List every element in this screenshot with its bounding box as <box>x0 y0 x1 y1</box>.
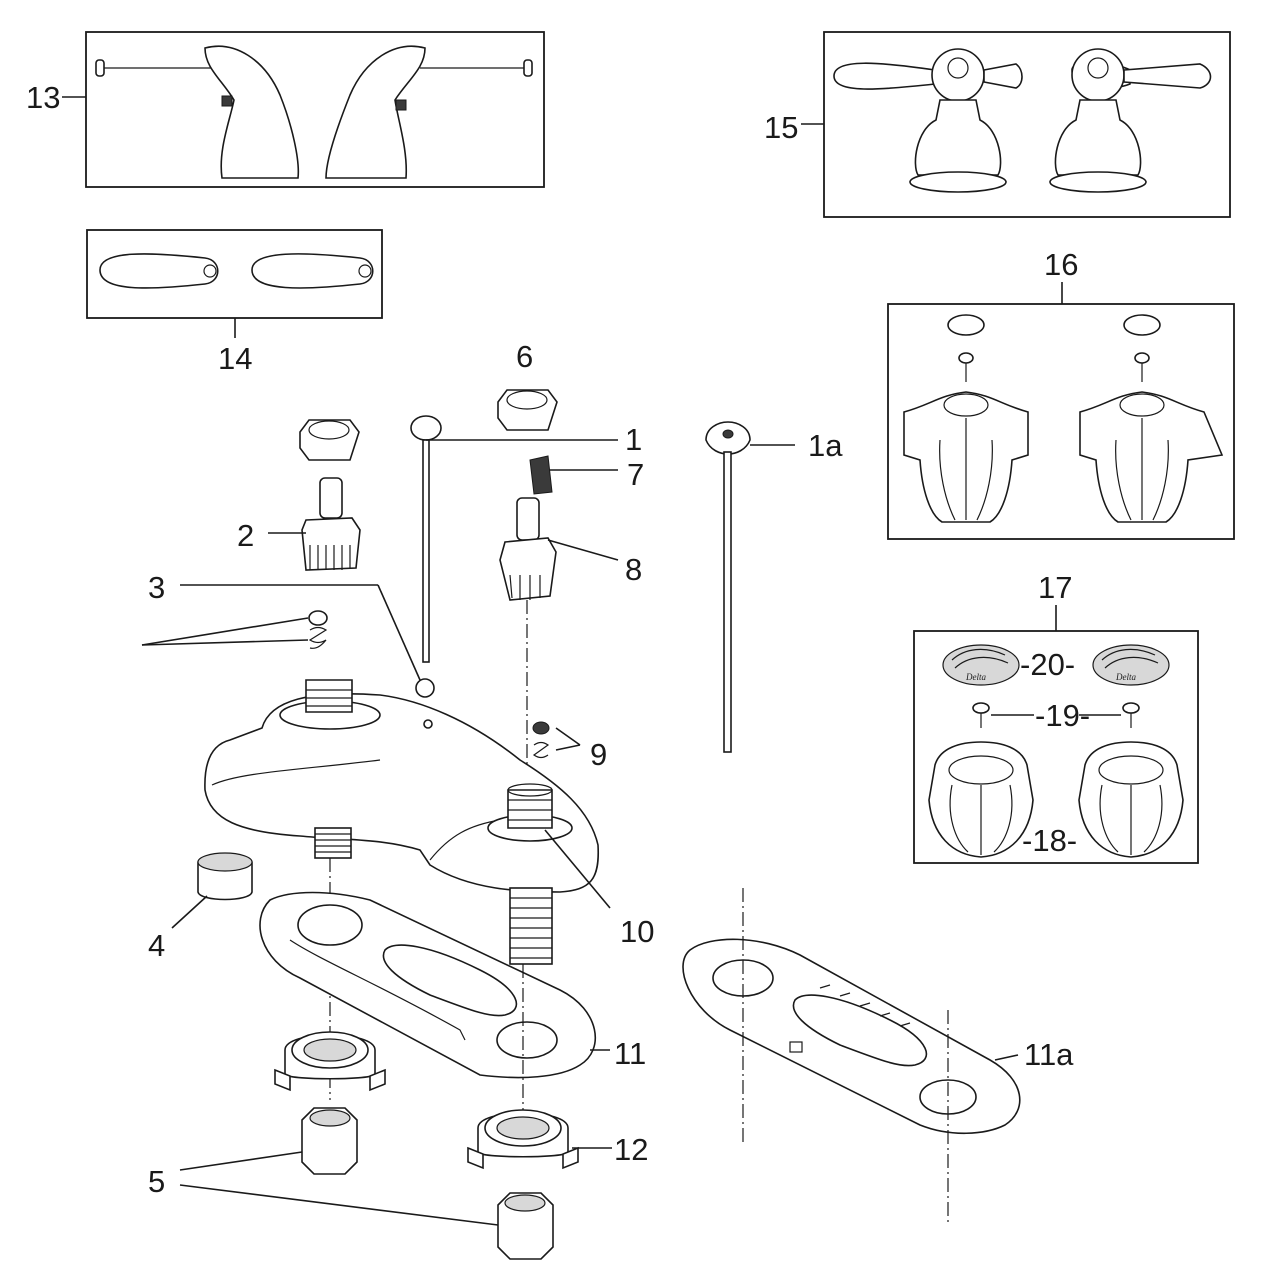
callout-1a: 1a <box>808 428 843 463</box>
callout-5: 5 <box>148 1164 165 1199</box>
faucet-body <box>204 679 600 965</box>
part-5-coupling-nut-left <box>301 1107 358 1175</box>
part-13-box <box>85 31 545 188</box>
part-16-cross-handles-group <box>887 303 1235 540</box>
callout-8: 8 <box>625 552 642 587</box>
callout-9: 9 <box>590 737 607 772</box>
callout-18: -18- <box>1022 823 1077 858</box>
callout-4: 4 <box>148 928 165 963</box>
part-2-stem-cartridge <box>301 477 361 571</box>
part-15-box <box>823 31 1231 218</box>
callout-10: 10 <box>620 914 654 949</box>
victorian-hub-left <box>931 48 985 102</box>
part-7-clip <box>529 455 553 495</box>
cross-handle-cap-right <box>1123 314 1161 336</box>
logo-button-left <box>942 644 1020 686</box>
part-1a-lift-rod <box>705 421 751 753</box>
part-5-coupling-nut-right <box>497 1192 554 1260</box>
callout-14: 14 <box>218 341 252 376</box>
callout-3: 3 <box>148 570 165 605</box>
logo-text-right: Delta <box>1115 672 1136 682</box>
part-14-blade-handles-group <box>86 229 383 319</box>
blade-handle-right <box>251 253 374 289</box>
cross-handle-screw-left <box>958 352 974 364</box>
lever-handle-right <box>325 45 426 179</box>
cross-handle-screw-right <box>1134 352 1150 364</box>
seat-and-spring-left <box>308 610 328 649</box>
part-4-aerator <box>197 852 253 901</box>
part-6-bonnet-nut <box>497 389 558 431</box>
part-15-victorian-handles-group <box>823 31 1231 218</box>
victorian-base-right <box>1054 99 1142 176</box>
callout-19: -19- <box>1035 698 1090 733</box>
part-11a-escutcheon-gasket <box>682 938 1021 1135</box>
victorian-hub-right <box>1071 48 1125 102</box>
part-1-lift-rod <box>410 415 442 663</box>
lever-end-cap-left <box>95 59 105 77</box>
part-9-seat-and-spring <box>532 721 550 759</box>
callout-6: 6 <box>516 339 533 374</box>
shank-left <box>314 827 352 859</box>
blade-handle-left <box>99 253 219 289</box>
cross-handle-right <box>1079 391 1224 523</box>
part-3-set-screw <box>415 678 435 698</box>
part-13-lever-handles-group <box>85 31 545 188</box>
callout-13: 13 <box>26 80 60 115</box>
callout-20: -20- <box>1020 647 1075 682</box>
callout-11: 11 <box>614 1036 646 1071</box>
logo-button-right <box>1092 644 1170 686</box>
part-17-knob-handles-group: Delta Delta <box>913 630 1199 864</box>
knob-screw-right <box>1122 702 1140 714</box>
part-12-mounting-nut-right <box>467 1109 579 1170</box>
part-2-nut <box>299 419 360 461</box>
lever-handle-left <box>204 45 300 179</box>
callout-7: 7 <box>627 457 644 492</box>
callout-16: 16 <box>1044 247 1078 282</box>
lever-end-cap-right <box>523 59 533 77</box>
callout-15: 15 <box>764 110 798 145</box>
part-12-mounting-nut-left <box>274 1031 386 1092</box>
callout-2: 2 <box>237 518 254 553</box>
cross-handle-cap-left <box>947 314 985 336</box>
callout-17: 17 <box>1038 570 1072 605</box>
callout-1: 1 <box>625 422 642 457</box>
part-8-stem-cartridge <box>499 497 557 601</box>
callout-11a: 11a <box>1024 1037 1074 1072</box>
knob-screw-left <box>972 702 990 714</box>
shank-right <box>509 887 553 965</box>
logo-text-left: Delta <box>965 672 986 682</box>
victorian-lever-left-arm <box>833 62 936 90</box>
callout-12: 12 <box>614 1132 648 1167</box>
victorian-base-left <box>914 99 1002 176</box>
part-11-escutcheon-gasket <box>259 891 596 1079</box>
